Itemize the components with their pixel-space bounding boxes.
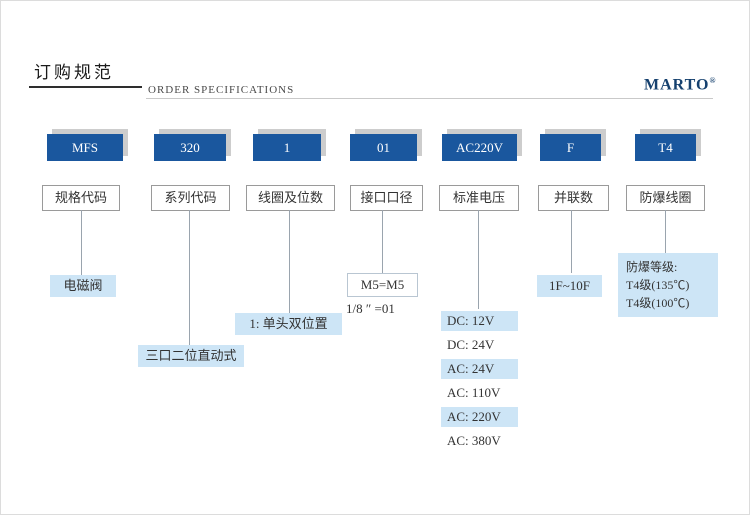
header-rule <box>146 98 713 99</box>
label-box-series: 系列代码 <box>151 185 230 211</box>
note-coil: 1: 单头双位置 <box>235 313 342 335</box>
explosion-rating-t4-135: T4级(135℃) <box>626 278 690 292</box>
label-box-voltage: 标准电压 <box>439 185 519 211</box>
note-port-plain: 1/8 ″ =01 <box>346 301 395 316</box>
note-port-boxed: M5=M5 <box>347 273 418 297</box>
label-box-spec: 规格代码 <box>42 185 120 211</box>
note-explosion-rating: 防爆等级: T4级(135℃) T4级(100℃) <box>618 253 718 317</box>
registered-mark: ® <box>709 76 717 85</box>
connector-line-spec <box>81 210 82 275</box>
label-box-coil: 线圈及位数 <box>246 185 335 211</box>
note-spec-code: 电磁阀 <box>50 275 116 297</box>
connector-line-voltage <box>478 210 479 309</box>
voltage-option-ac380: AC: 380V <box>447 433 501 448</box>
code-box-coil: 1 <box>253 134 321 161</box>
code-box-explosion: T4 <box>635 134 696 161</box>
label-box-explosion: 防爆线圈 <box>626 185 705 211</box>
code-box-port: 01 <box>350 134 417 161</box>
title-underline <box>29 86 142 88</box>
voltage-option-ac110: AC: 110V <box>447 385 501 400</box>
connector-line-parallel <box>571 210 572 273</box>
label-box-parallel: 并联数 <box>538 185 609 211</box>
brand-name: MARTO <box>644 76 710 94</box>
note-parallel: 1F~10F <box>537 275 602 297</box>
voltage-option-ac24: AC: 24V <box>441 359 518 379</box>
voltage-option-ac220: AC: 220V <box>441 407 518 427</box>
explosion-rating-title: 防爆等级: <box>626 260 678 274</box>
code-box-parallel: F <box>540 134 601 161</box>
code-box-voltage: AC220V <box>442 134 517 161</box>
explosion-rating-t4-100: T4级(100℃) <box>626 296 690 310</box>
brand-logo: MARTO® <box>644 76 716 94</box>
label-box-port: 接口口径 <box>350 185 423 211</box>
connector-line-explosion <box>665 210 666 254</box>
page-title: 订购规范 <box>34 63 114 82</box>
voltage-option-dc24: DC: 24V <box>447 337 495 352</box>
connector-line-coil <box>289 210 290 313</box>
code-box-spec: MFS <box>47 134 123 161</box>
note-series-code: 三口二位直动式 <box>138 345 244 367</box>
connector-line-port <box>382 210 383 273</box>
connector-line-series <box>189 210 190 345</box>
code-box-series: 320 <box>154 134 226 161</box>
voltage-option-dc12: DC: 12V <box>441 311 518 331</box>
page-subtitle: ORDER SPECIFICATIONS <box>148 84 295 96</box>
